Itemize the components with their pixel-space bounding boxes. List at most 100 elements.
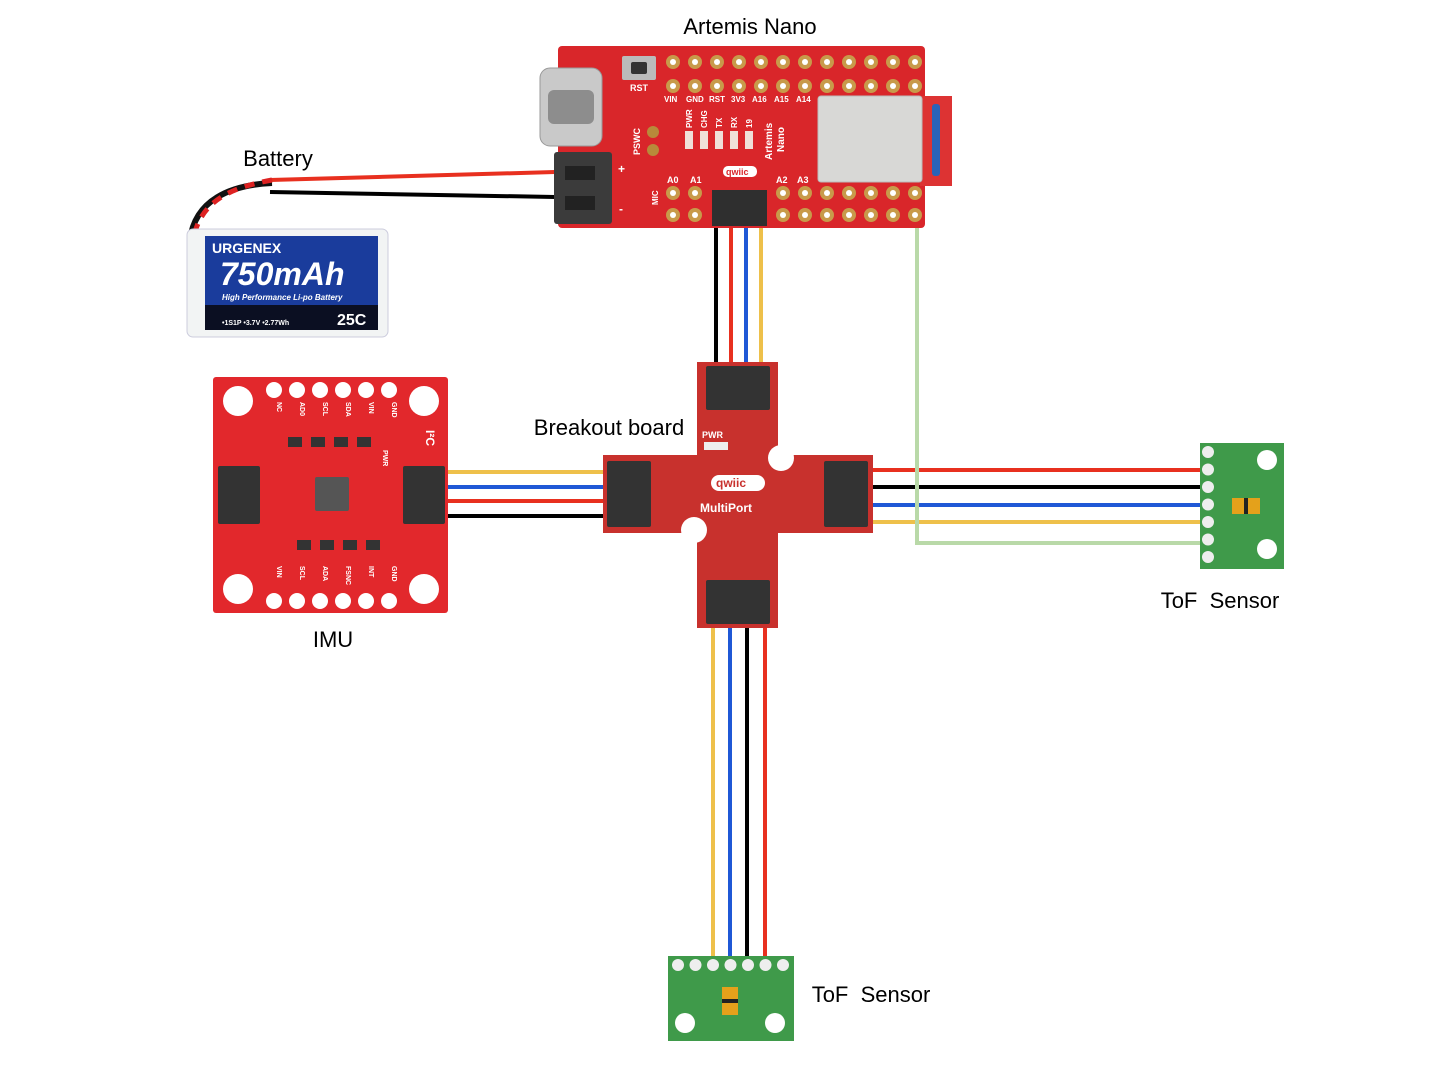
pin-label: VIN xyxy=(664,95,678,104)
pin-label: A2 xyxy=(776,175,788,185)
battery: URGENEX 750mAh High Performance Li-po Ba… xyxy=(186,177,389,338)
pwr-led xyxy=(704,442,728,450)
header-pin-hole xyxy=(824,83,830,89)
tof-bottom-sensor-divider xyxy=(722,999,738,1003)
imu-pin xyxy=(312,382,328,398)
imu-pin xyxy=(289,382,305,398)
tof-pin xyxy=(724,959,737,971)
header-pin-hole xyxy=(802,59,808,65)
imu-pin xyxy=(289,593,305,609)
imu-pin-label: FSNC xyxy=(344,566,351,585)
usb-c-opening xyxy=(548,90,594,124)
header-pin-hole xyxy=(868,59,874,65)
header-pin-hole xyxy=(868,212,874,218)
header-pins xyxy=(666,55,922,222)
header-pin-hole xyxy=(692,83,698,89)
mounting-hole xyxy=(768,445,794,471)
jst-slot xyxy=(565,166,595,180)
imu-component xyxy=(343,540,357,550)
multiport-connector-left[interactable] xyxy=(607,461,651,527)
battery-label: Battery xyxy=(243,146,313,171)
tof-sensor-right-label: ToF Sensor xyxy=(1160,588,1280,613)
header-pin-hole xyxy=(846,190,852,196)
imu-pin-label: GND xyxy=(390,402,397,418)
tof-pin xyxy=(742,959,754,971)
imu-pin-label: SCL xyxy=(321,402,328,417)
battery-label-stripe xyxy=(205,305,378,330)
artemis-name-2: Nano xyxy=(776,127,787,152)
battery-subtitle: High Performance Li-po Battery xyxy=(222,293,343,302)
imu-pin xyxy=(381,382,397,398)
tof-pin xyxy=(1202,463,1214,476)
multiport-connector-bottom[interactable] xyxy=(706,580,770,624)
imu-pin xyxy=(266,382,282,398)
header-pin-hole xyxy=(868,190,874,196)
qwiic-logo: qwiic xyxy=(726,167,749,177)
tof-sensor-bottom xyxy=(668,956,794,1041)
imu-component xyxy=(366,540,380,550)
imu-qwiic-connector-left[interactable] xyxy=(218,466,260,524)
reset-button-cap xyxy=(631,62,647,74)
header-pin-hole xyxy=(846,59,852,65)
pin-label: A15 xyxy=(774,95,789,104)
header-pin-hole xyxy=(758,83,764,89)
tof-pin xyxy=(1202,533,1214,546)
pswc-label: PSWC xyxy=(632,127,642,155)
imu-pin xyxy=(335,593,351,609)
pswc-pad xyxy=(647,144,659,156)
tof-sensor-bottom-label: ToF Sensor xyxy=(811,982,931,1007)
header-pin-hole xyxy=(912,59,918,65)
pin-label: A16 xyxy=(752,95,767,104)
tof-sensor-right xyxy=(1200,443,1284,569)
tof-pin xyxy=(759,959,772,971)
artemis-qwiic-connector[interactable] xyxy=(712,190,767,226)
xshut-wire-green xyxy=(915,215,1206,545)
tof-pin xyxy=(1202,551,1214,563)
breakout-board-label: Breakout board xyxy=(533,415,685,440)
header-pin-hole xyxy=(670,212,676,218)
header-pin-hole xyxy=(736,59,742,65)
led-label: PWR xyxy=(685,109,694,128)
artemis-nano-label: Artemis Nano xyxy=(683,14,817,39)
tof-pin xyxy=(777,959,789,971)
mounting-hole xyxy=(1257,450,1277,470)
header-pin-hole xyxy=(692,190,698,196)
tof-pin xyxy=(1202,481,1214,493)
imu-pin xyxy=(312,593,328,609)
tof-pin xyxy=(689,959,702,971)
multiport-connector-right[interactable] xyxy=(824,461,868,527)
imu-pin-label: NC xyxy=(275,402,282,412)
imu-pwr-label: PWR xyxy=(381,450,388,466)
mounting-hole xyxy=(223,574,253,604)
header-pin-hole xyxy=(824,190,830,196)
header-pin-hole xyxy=(780,59,786,65)
header-pin-hole xyxy=(912,83,918,89)
battery-jst-connector[interactable] xyxy=(554,152,612,224)
pin-label: RST xyxy=(709,95,725,104)
pin-label: 3V3 xyxy=(731,95,746,104)
header-pin-hole xyxy=(890,190,896,196)
imu-component xyxy=(311,437,325,447)
imu-pin-label: INT xyxy=(367,566,374,578)
mounting-hole xyxy=(409,386,439,416)
mic-label: MIC xyxy=(651,190,660,205)
imu-pin-label: AD0 xyxy=(298,402,305,416)
header-pin-hole xyxy=(846,83,852,89)
battery-wire-black xyxy=(269,190,556,199)
multiport-connector-top[interactable] xyxy=(706,366,770,410)
header-pin-hole xyxy=(802,190,808,196)
tof-right-sensor-divider xyxy=(1244,498,1248,514)
imu-pin-label: SCL xyxy=(298,566,305,581)
jst-slot xyxy=(565,196,595,210)
qwiic-badge xyxy=(711,475,765,491)
imu-pin xyxy=(266,593,282,609)
imu-qwiic-connector-right[interactable] xyxy=(403,466,445,524)
tof-pin xyxy=(1202,446,1214,458)
imu-label: IMU xyxy=(312,627,354,652)
imu-component xyxy=(288,437,302,447)
pswc-pad xyxy=(647,126,659,138)
tof-bottom-pins xyxy=(672,959,789,971)
imu-component xyxy=(320,540,334,550)
